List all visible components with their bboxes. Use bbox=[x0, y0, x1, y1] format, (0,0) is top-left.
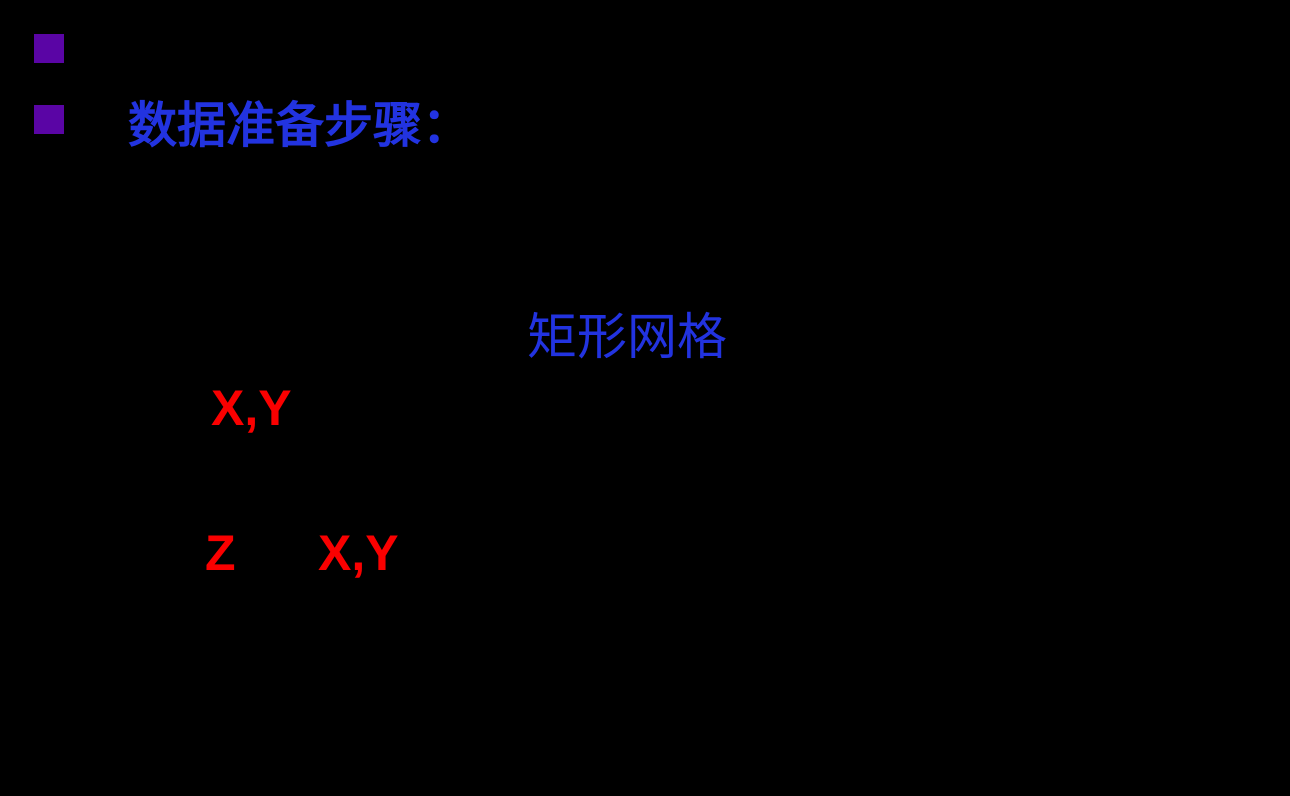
rectangular-grid-label: 矩形网格 bbox=[527, 308, 727, 366]
xy-coordinates-label-1: X,Y bbox=[211, 380, 292, 436]
z-value-label: Z bbox=[205, 525, 236, 581]
xy-coordinates-label-2: X,Y bbox=[318, 525, 399, 581]
slide-heading: 数据准备步骤： bbox=[128, 96, 472, 154]
bullet-square-1 bbox=[34, 34, 64, 63]
bullet-square-2 bbox=[34, 105, 64, 134]
